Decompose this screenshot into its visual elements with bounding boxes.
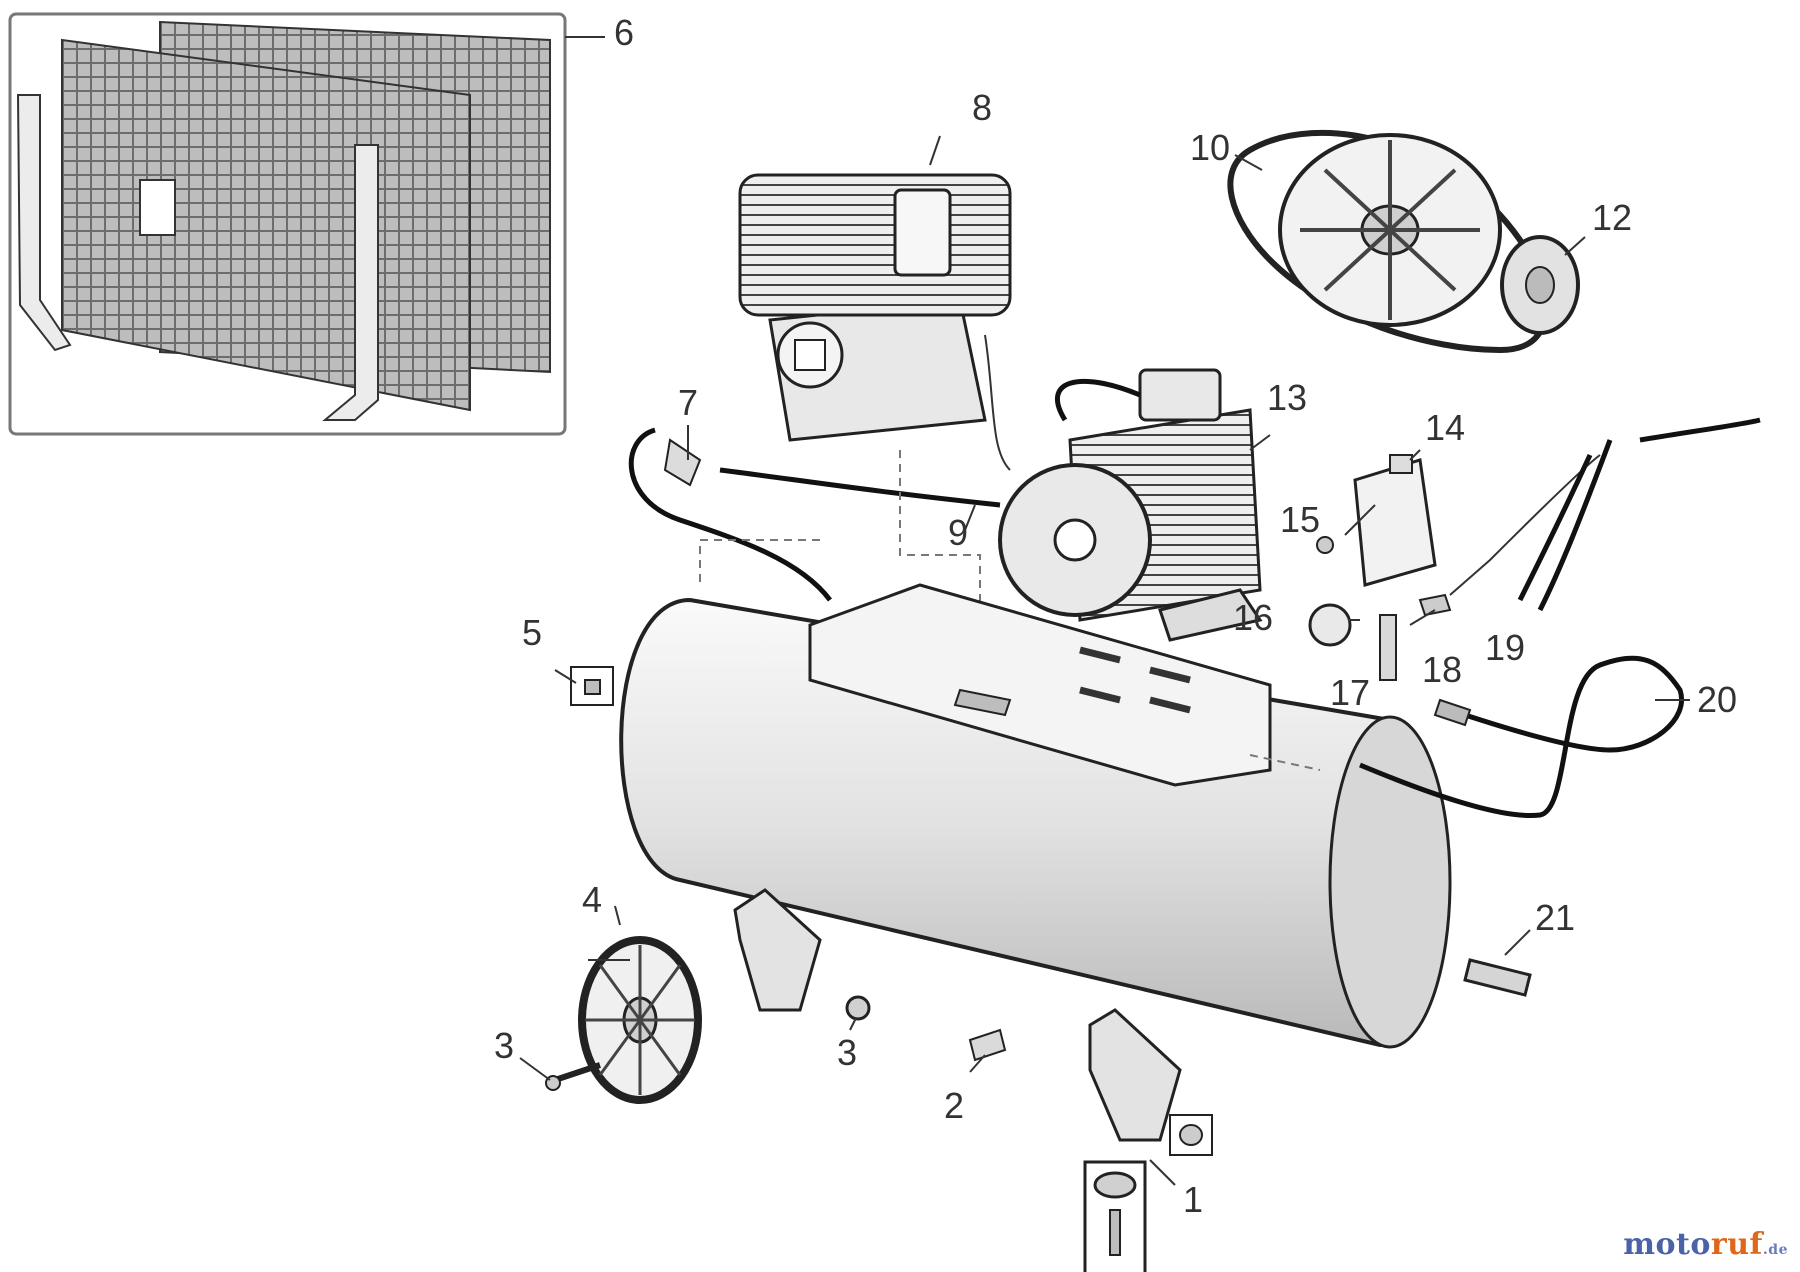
pressure-switch-assembly — [1308, 417, 1761, 681]
callout-2: 2 — [944, 1085, 964, 1126]
guard-panel-inset — [8, 12, 567, 436]
watermark-part-1: moto — [1623, 1227, 1711, 1262]
compressor-pump — [738, 173, 1012, 471]
callout-18: 18 — [1422, 649, 1462, 690]
outlet-fitting — [1463, 958, 1532, 997]
callout-14: 14 — [1425, 407, 1465, 448]
motoruf-watermark: motoruf.de — [1623, 1227, 1788, 1262]
handle — [1359, 655, 1684, 819]
electric-motor — [998, 368, 1263, 642]
callout-4: 4 — [582, 879, 602, 920]
nut — [845, 995, 871, 1021]
rubber-foot-kit — [1083, 1114, 1213, 1272]
plug-fitting — [570, 666, 614, 706]
watermark-part-2: ruf — [1710, 1227, 1763, 1262]
leader-lines — [519, 36, 1690, 1186]
callout-1: 1 — [1183, 1179, 1203, 1220]
callout-17: 17 — [1330, 672, 1370, 713]
watermark-part-3: .de — [1762, 1242, 1788, 1258]
callout-20: 20 — [1697, 679, 1737, 720]
drain-valve — [968, 1028, 1007, 1062]
callout-3-left: 3 — [494, 1025, 514, 1066]
callout-19: 19 — [1485, 627, 1525, 668]
callout-16: 16 — [1233, 597, 1273, 638]
callout-labels: 6 8 10 12 7 13 14 9 15 16 19 5 18 17 20 … — [494, 12, 1737, 1220]
wheel-bolt — [545, 1062, 601, 1091]
callout-6: 6 — [614, 12, 634, 53]
air-tank — [619, 583, 1452, 1142]
callout-12: 12 — [1592, 197, 1632, 238]
callout-10: 10 — [1190, 127, 1230, 168]
callout-13: 13 — [1267, 377, 1307, 418]
belt-and-pulleys — [1227, 129, 1580, 354]
callout-9: 9 — [948, 512, 968, 553]
callout-21: 21 — [1535, 897, 1575, 938]
callout-5: 5 — [522, 612, 542, 653]
wheel — [578, 936, 702, 1104]
callout-8: 8 — [972, 87, 992, 128]
callout-7: 7 — [678, 382, 698, 423]
callout-3-right: 3 — [837, 1032, 857, 1073]
callout-15: 15 — [1280, 499, 1320, 540]
delivery-pipes — [628, 427, 1001, 640]
